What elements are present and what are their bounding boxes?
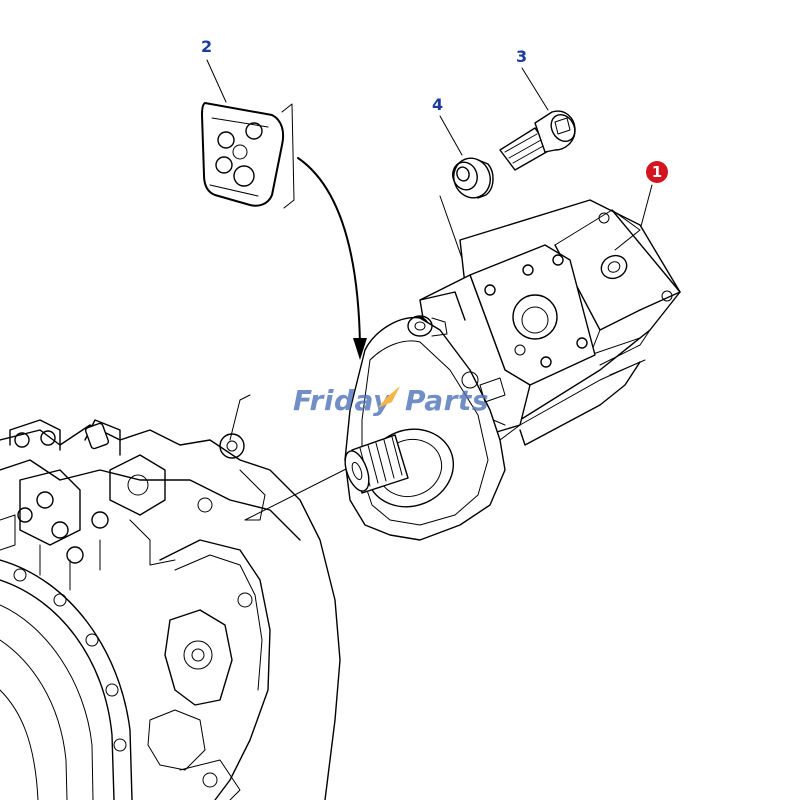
- watermark-left-text: Friday: [293, 384, 393, 417]
- watermark-check-icon: [378, 386, 400, 408]
- washer: [452, 157, 494, 199]
- callout-part-3: 3: [516, 47, 527, 66]
- transmission-housing: [0, 394, 341, 800]
- callout-part-2: 2: [201, 37, 212, 56]
- hydraulic-pump: [344, 199, 681, 541]
- callouts: 2 3 4 1: [201, 37, 668, 183]
- callout-part-1-badge: [646, 161, 668, 183]
- watermark-right-text: Parts: [405, 384, 489, 417]
- callout-part-1: 1: [652, 163, 662, 181]
- watermark: Friday Parts: [293, 384, 489, 417]
- callout-part-4: 4: [432, 95, 443, 114]
- bolt: [499, 110, 576, 171]
- gasket: [201, 102, 295, 209]
